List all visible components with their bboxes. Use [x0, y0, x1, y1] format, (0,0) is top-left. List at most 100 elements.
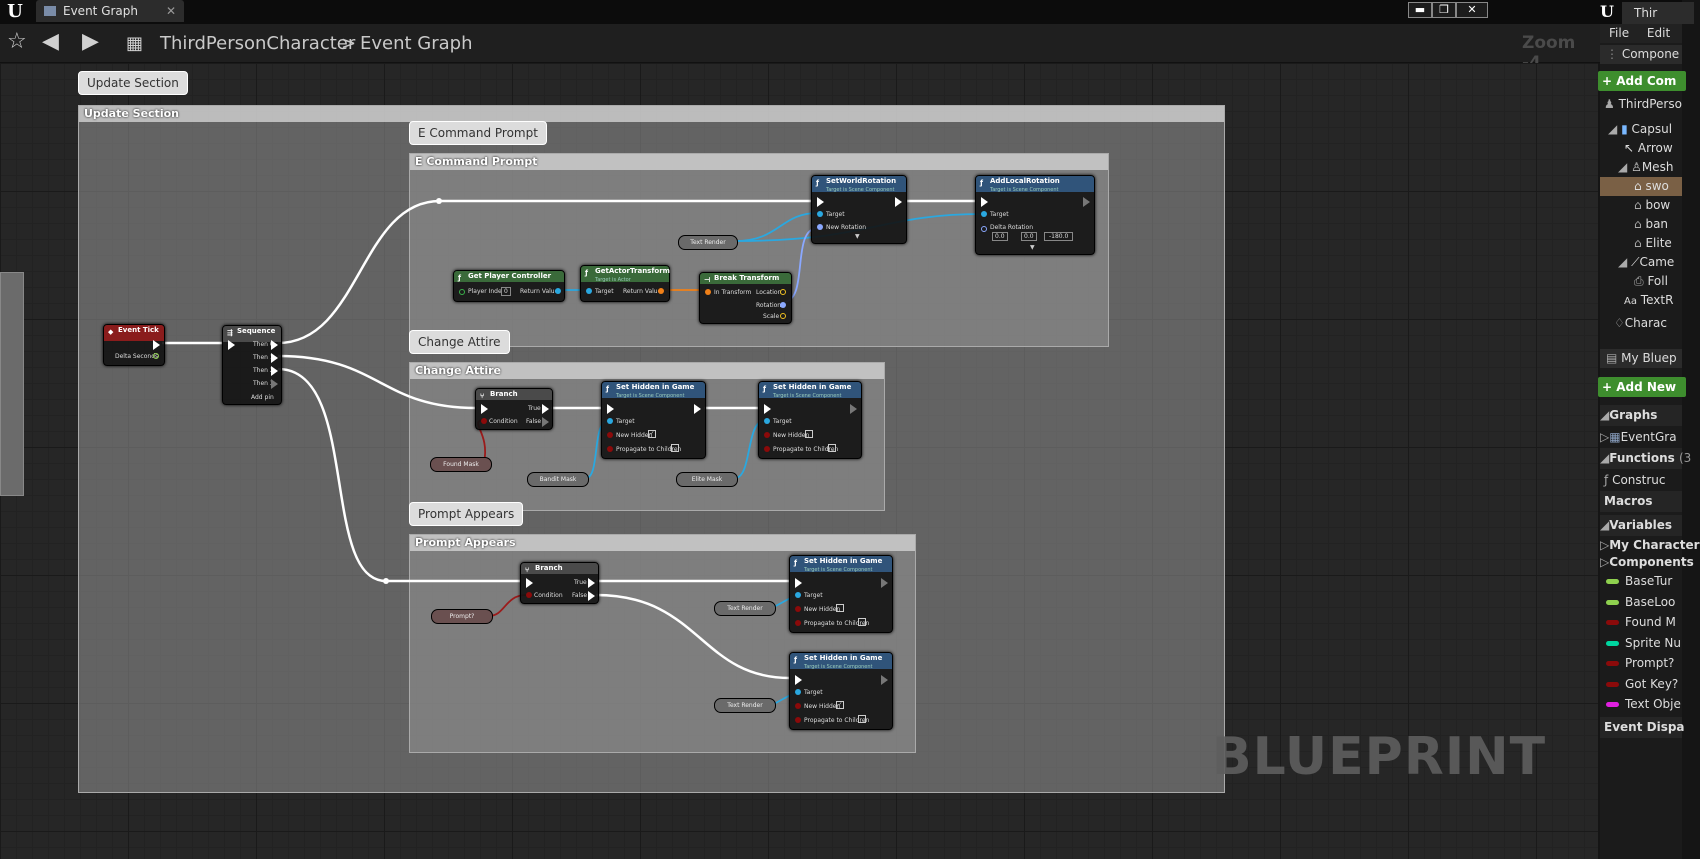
variable-item[interactable]: Text Obje: [1600, 695, 1682, 714]
object-pin[interactable]: [795, 592, 801, 598]
player-index-input[interactable]: 0: [501, 287, 511, 296]
unreal-logo-icon[interactable]: U: [7, 1, 23, 22]
exec-out-pin[interactable]: [271, 379, 278, 389]
rotator-pin[interactable]: [981, 226, 987, 232]
bool-pin[interactable]: [795, 717, 801, 723]
exec-in-pin[interactable]: [526, 578, 533, 588]
collapse-icon[interactable]: ◢: [1608, 122, 1618, 136]
tab-event-graph[interactable]: Event Graph ✕: [36, 0, 184, 22]
rotator-pin[interactable]: [817, 224, 823, 230]
collapse-icon[interactable]: ◢: [1600, 451, 1610, 465]
vector-pin[interactable]: [780, 313, 786, 319]
node-text-render-var[interactable]: Text Render: [678, 235, 738, 250]
expand-icon[interactable]: ▷: [1600, 538, 1610, 552]
minimize-button[interactable]: ▬: [1408, 2, 1432, 18]
propagate-checkbox[interactable]: [858, 618, 866, 626]
bool-pin[interactable]: [607, 446, 613, 452]
expand-chevron-icon[interactable]: ▼: [855, 233, 860, 240]
node-add-local-rotation[interactable]: ƒ AddLocalRotation Target is Scene Compo…: [975, 175, 1095, 255]
exec-out-pin[interactable]: [271, 366, 278, 376]
new-hidden-checkbox[interactable]: ✓: [648, 430, 656, 438]
int-pin[interactable]: [459, 289, 465, 295]
rotation-z-input[interactable]: -180.0: [1044, 232, 1074, 241]
node-branch[interactable]: ⑂ Branch Condition True False: [520, 562, 599, 604]
bool-pin[interactable]: [795, 703, 801, 709]
node-found-mask-var[interactable]: Found Mask: [430, 457, 492, 472]
exec-in-pin[interactable]: [817, 197, 824, 207]
expand-icon[interactable]: ▷: [1600, 430, 1610, 444]
exec-out-pin[interactable]: [1083, 197, 1090, 207]
back-arrow-icon[interactable]: ◀: [42, 29, 59, 54]
tree-item-bandit[interactable]: ⌂ ban: [1600, 215, 1682, 234]
exec-in-pin[interactable]: [795, 675, 802, 685]
float-pin[interactable]: [153, 353, 159, 359]
vector-pin[interactable]: [780, 289, 786, 295]
exec-out-pin[interactable]: [153, 340, 160, 350]
bool-pin[interactable]: [764, 432, 770, 438]
variable-item[interactable]: Got Key?: [1600, 675, 1682, 694]
rotator-pin[interactable]: [780, 302, 786, 308]
collapse-icon[interactable]: ◢: [1618, 160, 1628, 174]
item-construction-script[interactable]: ƒ Construc: [1600, 471, 1682, 490]
tree-item-arrow[interactable]: ↖ Arrow: [1600, 139, 1682, 158]
tree-item-camera-boom[interactable]: ◢ ⟋Came: [1600, 253, 1682, 272]
exec-out-pin[interactable]: [694, 404, 701, 414]
node-get-player-controller[interactable]: ƒ Get Player Controller Player Index 0 R…: [453, 270, 565, 302]
tree-item-mesh[interactable]: ◢ ♙Mesh: [1600, 158, 1682, 177]
tree-item-bow[interactable]: ⌂ bow: [1600, 196, 1682, 215]
section-functions[interactable]: ◢Functions (3: [1600, 448, 1691, 469]
node-text-render-var[interactable]: Text Render: [714, 698, 776, 713]
expand-chevron-icon[interactable]: ▼: [1030, 244, 1035, 251]
transform-pin[interactable]: [658, 288, 664, 294]
comment-bubble-e-command[interactable]: E Command Prompt: [409, 121, 547, 145]
bool-pin[interactable]: [764, 446, 770, 452]
bool-pin[interactable]: [526, 592, 532, 598]
node-elite-mask-var[interactable]: Elite Mask: [676, 472, 738, 487]
collapse-icon[interactable]: ◢: [1600, 408, 1610, 422]
section-variables[interactable]: ◢Variables: [1600, 515, 1682, 536]
node-set-hidden-in-game[interactable]: ƒ Set Hidden in Game Target is Scene Com…: [789, 652, 893, 730]
propagate-checkbox[interactable]: [671, 444, 679, 452]
comment-bubble-change-attire[interactable]: Change Attire: [409, 330, 510, 354]
tree-item-text-render[interactable]: Aa TextR: [1600, 291, 1682, 310]
collapse-icon[interactable]: ◢: [1600, 518, 1610, 532]
object-pin[interactable]: [795, 689, 801, 695]
breadcrumb-current[interactable]: Event Graph: [360, 33, 473, 54]
new-hidden-checkbox[interactable]: [836, 604, 844, 612]
node-set-hidden-in-game[interactable]: ƒ Set Hidden in Game Target is Scene Com…: [758, 381, 862, 459]
unreal-logo-icon[interactable]: U: [1600, 2, 1614, 21]
tree-item-sword[interactable]: ⌂ swo: [1600, 177, 1682, 196]
item-event-graph[interactable]: ▷▦EventGra: [1600, 428, 1682, 447]
section-event-dispatchers[interactable]: Event Dispa: [1600, 717, 1685, 738]
exec-in-pin[interactable]: [981, 197, 988, 207]
propagate-checkbox[interactable]: [858, 715, 866, 723]
object-pin[interactable]: [981, 211, 987, 217]
exec-out-pin[interactable]: [271, 340, 278, 350]
exec-out-pin[interactable]: [881, 578, 888, 588]
offscreen-node[interactable]: [0, 272, 24, 496]
node-text-render-var[interactable]: Text Render: [714, 601, 776, 616]
object-pin[interactable]: [555, 288, 561, 294]
new-hidden-checkbox[interactable]: ✓: [836, 701, 844, 709]
section-graphs[interactable]: ◢Graphs: [1600, 405, 1682, 426]
close-icon[interactable]: ✕: [165, 4, 176, 18]
exec-out-pin[interactable]: [588, 578, 595, 588]
node-bandit-mask-var[interactable]: Bandit Mask: [527, 472, 589, 487]
object-pin[interactable]: [607, 418, 613, 424]
object-pin[interactable]: [586, 288, 592, 294]
bool-pin[interactable]: [795, 606, 801, 612]
node-event-tick[interactable]: ◆ Event Tick Delta Seconds: [103, 324, 165, 366]
exec-out-pin[interactable]: [895, 197, 902, 207]
tree-item-root[interactable]: ♟ ThirdPerso: [1600, 95, 1682, 114]
tree-item-follow-camera[interactable]: ⎙ Foll: [1600, 272, 1682, 291]
category-my-character[interactable]: ▷My Character: [1600, 536, 1700, 555]
variable-item[interactable]: Found M: [1600, 613, 1682, 632]
collapse-icon[interactable]: ◢: [1618, 255, 1628, 269]
new-hidden-checkbox[interactable]: [805, 430, 813, 438]
section-macros[interactable]: Macros: [1600, 491, 1682, 512]
variable-item[interactable]: BaseTur: [1600, 572, 1682, 591]
node-set-hidden-in-game[interactable]: ƒ Set Hidden in Game Target is Scene Com…: [601, 381, 706, 459]
node-sequence[interactable]: ⇶ Sequence Then 0 Then 1 Then 2 Then 3 A…: [222, 325, 282, 405]
exec-out-pin[interactable]: [542, 404, 549, 414]
menu-edit[interactable]: Edit: [1646, 26, 1671, 40]
